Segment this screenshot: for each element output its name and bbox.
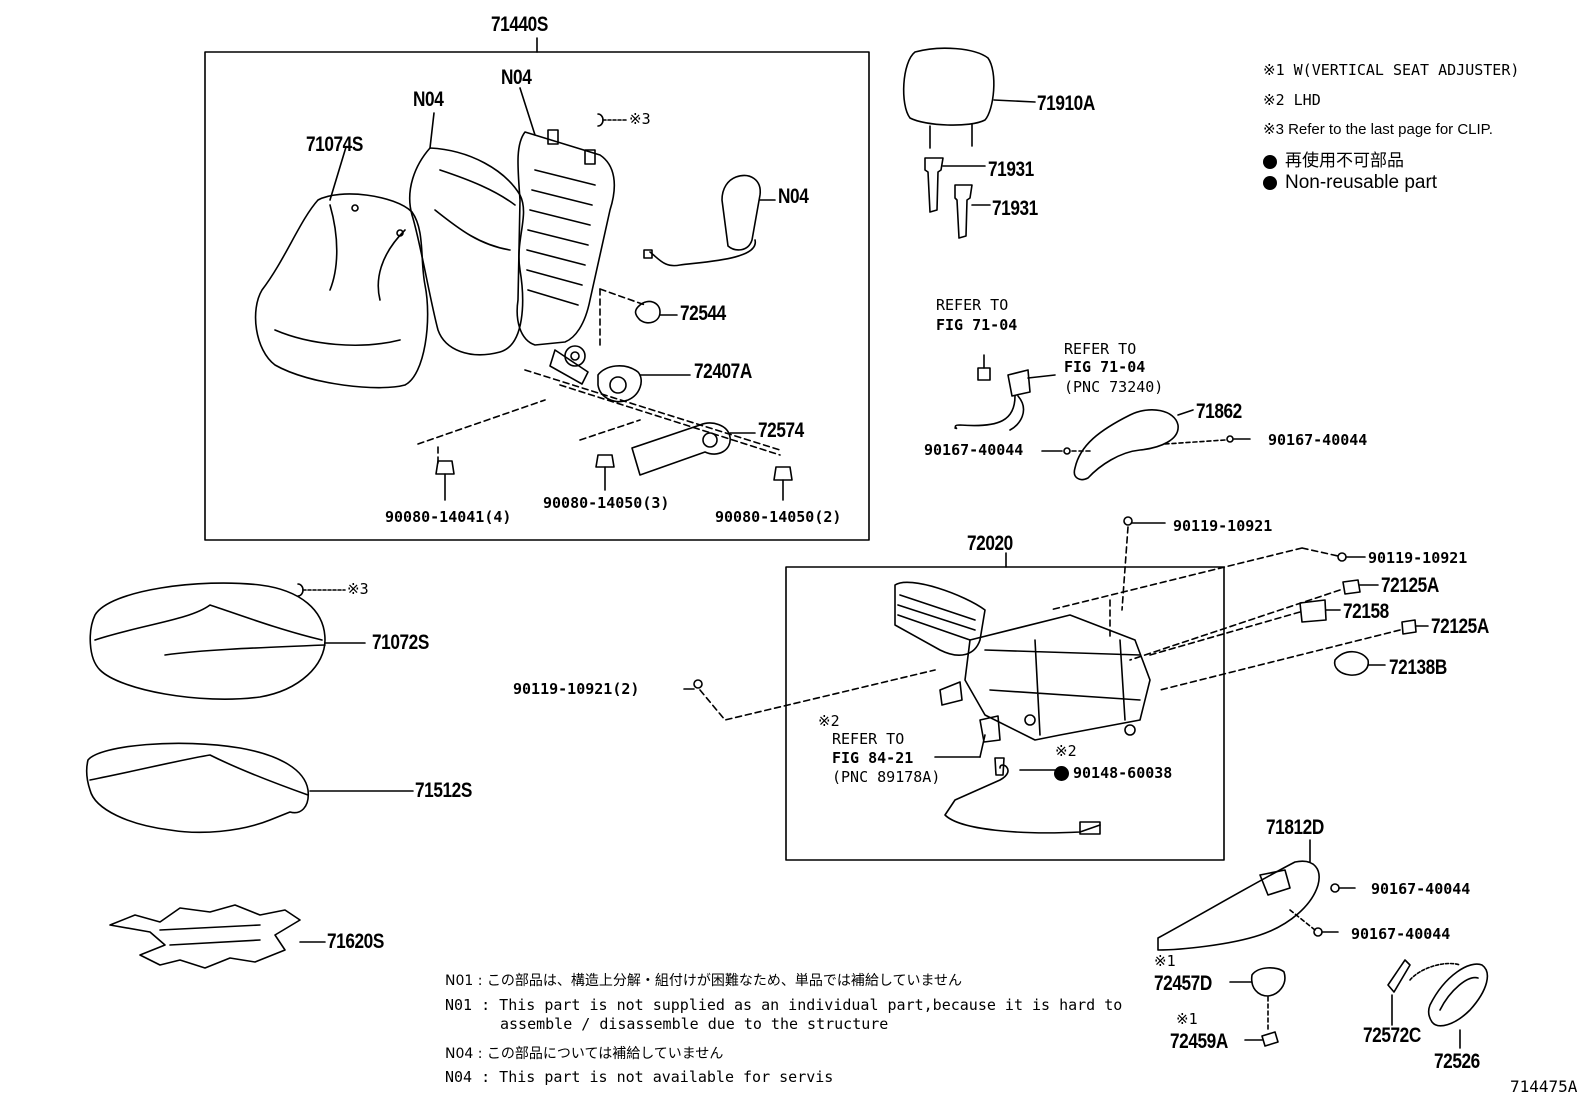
refer-fig-71-04-b-line3: (PNC 73240) bbox=[1064, 378, 1164, 396]
label-72457D: 72457D bbox=[1154, 972, 1212, 995]
refer-fig-84-21-line1: REFER TO bbox=[832, 730, 905, 748]
label-72407A: 72407A bbox=[694, 360, 752, 383]
refer-fig-84-21-line3: (PNC 89178A) bbox=[832, 768, 941, 786]
label-screw-90167-right: 90167-40044 bbox=[1268, 431, 1368, 449]
legend-dot-icon bbox=[1263, 175, 1277, 190]
label-71512S: 71512S bbox=[415, 779, 472, 802]
label-71440S: 71440S bbox=[491, 13, 548, 36]
label-71812D: 71812D bbox=[1266, 816, 1324, 839]
label-71931-b: 71931 bbox=[992, 197, 1038, 220]
label-screw-90167-c1: 90167-40044 bbox=[1371, 880, 1471, 898]
label-bolt-90119-top: 90119-10921 bbox=[1173, 517, 1273, 535]
label-71931-a: 71931 bbox=[988, 158, 1034, 181]
seatback-frame-shape bbox=[516, 87, 616, 385]
label-bolt-90080-14050-2: 90080-14050(2) bbox=[715, 508, 842, 526]
legend-lhd: ※2 LHD bbox=[1263, 91, 1321, 109]
label-72574: 72574 bbox=[758, 419, 804, 442]
note-n01-en-2: assemble / disassemble due to the struct… bbox=[500, 1015, 889, 1033]
refer-fig-71-04-a-line1: REFER TO bbox=[936, 296, 1009, 314]
side-airbag-shape bbox=[643, 174, 776, 267]
legend-vertical-seat-adjuster: ※1 W(VERTICAL SEAT ADJUSTER) bbox=[1263, 61, 1520, 79]
legend-clip-ref: ※3 Refer to the last page for CLIP. bbox=[1263, 121, 1493, 138]
label-72125A-2: 72125A bbox=[1431, 615, 1489, 638]
legend-non-reusable-jp: 再使用不可部品 bbox=[1263, 146, 1404, 171]
label-71620S: 71620S bbox=[327, 930, 384, 953]
refer-fig-71-04-b-line2: FIG 71-04 bbox=[1064, 358, 1146, 376]
note-n04-en: N04 : This part is not available for ser… bbox=[445, 1068, 834, 1086]
label-71910A: 71910A bbox=[1037, 92, 1095, 115]
side-trim-shape bbox=[1157, 839, 1356, 951]
legend-jp-text: 再使用不可部品 bbox=[1285, 151, 1404, 170]
label-n04-frame: N04 bbox=[501, 66, 532, 89]
label-72138B: 72138B bbox=[1389, 656, 1447, 679]
label-71072S: 71072S bbox=[372, 631, 429, 654]
label-71074S: 71074S bbox=[306, 133, 363, 156]
headrest-shape bbox=[902, 47, 1036, 149]
non-reusable-marker bbox=[1054, 766, 1069, 781]
cushion-pad-shape bbox=[85, 742, 414, 834]
seatback-assembly-box bbox=[204, 51, 870, 541]
adjuster-shape bbox=[894, 581, 1151, 835]
refer-fig-71-04-a-line2: FIG 71-04 bbox=[936, 316, 1018, 334]
legend-non-reusable-en: Non-reusable part bbox=[1263, 172, 1437, 194]
legend-en-text: Non-reusable part bbox=[1285, 172, 1438, 193]
label-lhd-mark-b: ※2 bbox=[1055, 742, 1077, 760]
label-lhd-mark-a: ※2 bbox=[818, 712, 840, 730]
label-vsa-mark-b: ※1 bbox=[1176, 1010, 1198, 1028]
figure-code: 714475A bbox=[1510, 1077, 1578, 1096]
label-72572C: 72572C bbox=[1363, 1024, 1421, 1047]
label-72020: 72020 bbox=[967, 532, 1013, 555]
spring-shape bbox=[109, 904, 326, 969]
refer-fig-84-21-line2: FIG 84-21 bbox=[832, 749, 914, 767]
label-n04-pad: N04 bbox=[413, 88, 444, 111]
label-bolt-90119-left: 90119-10921(2) bbox=[513, 680, 640, 698]
legend-dot-icon bbox=[1263, 154, 1277, 169]
label-72526: 72526 bbox=[1434, 1050, 1480, 1073]
note-n01-jp: N01 : この部品は、構造上分解・組付けが困難なため、単品では補給していません bbox=[445, 973, 963, 989]
label-72459A: 72459A bbox=[1170, 1030, 1228, 1053]
label-n04-airbag: N04 bbox=[778, 185, 809, 208]
refer-fig-71-04-b-line1: REFER TO bbox=[1064, 340, 1137, 358]
note-n01-en-1: N01 : This part is not supplied as an in… bbox=[445, 996, 1123, 1014]
cushion-cover-shape bbox=[89, 582, 366, 700]
label-bolt-90080-14050-3: 90080-14050(3) bbox=[543, 494, 670, 512]
label-bolt-90119-right: 90119-10921 bbox=[1368, 549, 1468, 567]
label-72544: 72544 bbox=[680, 302, 726, 325]
label-72125A-1: 72125A bbox=[1381, 574, 1439, 597]
seatback-cover-shape bbox=[254, 146, 429, 389]
note-n04-jp: N04 : この部品については補給していません bbox=[445, 1046, 724, 1062]
bolt-shapes bbox=[435, 454, 793, 501]
label-screw-90167-c2: 90167-40044 bbox=[1351, 925, 1451, 943]
label-bolt-90148-60038: 90148-60038 bbox=[1073, 764, 1173, 782]
label-72158: 72158 bbox=[1343, 600, 1389, 623]
adjuster-assembly-box bbox=[785, 566, 1225, 861]
label-screw-90167-left: 90167-40044 bbox=[924, 441, 1024, 459]
label-clip-ref-3a: ※3 bbox=[629, 110, 651, 128]
seatback-pad-shape bbox=[408, 112, 525, 356]
label-clip-ref-3b: ※3 bbox=[347, 580, 369, 598]
label-vsa-mark-a: ※1 bbox=[1154, 952, 1176, 970]
label-71862: 71862 bbox=[1196, 400, 1242, 423]
label-bolt-90080-14041: 90080-14041(4) bbox=[385, 508, 512, 526]
